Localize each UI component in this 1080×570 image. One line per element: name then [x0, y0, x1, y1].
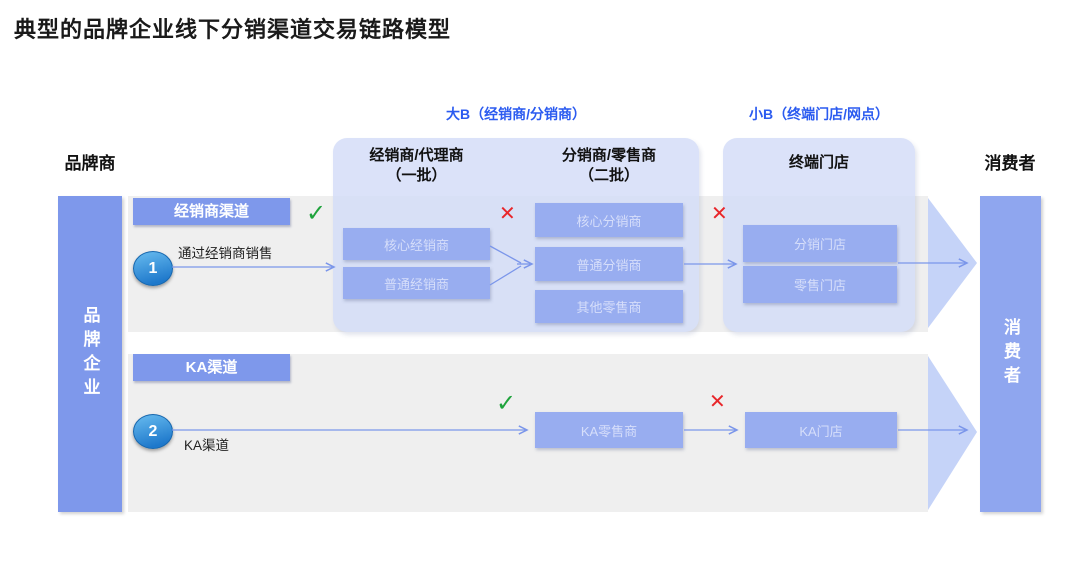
step-2-badge: 2 — [133, 414, 173, 449]
dealer-column-header: 经销商/代理商 （一批） — [343, 146, 490, 186]
ka-retailer-box: KA零售商 — [535, 412, 683, 448]
row1-end-arrowhead-shape — [928, 198, 977, 328]
ordinary-distributor-box: 普通分销商 — [535, 247, 683, 281]
ka-flow-text: KA渠道 — [184, 438, 230, 453]
brand-enterprise-bar: 品牌企业 — [58, 196, 122, 512]
dealer-column-line1: 经销商/代理商 — [369, 147, 464, 164]
dealer-channel-label: 经销商渠道 — [133, 198, 290, 225]
terminal-column-header: 终端门店 — [788, 154, 849, 171]
cross-icon: ✕ — [709, 391, 726, 413]
core-distributor-box: 核心分销商 — [535, 203, 683, 237]
check-icon: ✓ — [306, 200, 327, 227]
retail-store-box: 零售门店 — [743, 266, 897, 303]
step-1-badge: 1 — [133, 251, 173, 286]
consumer-bar: 消费者 — [980, 196, 1041, 512]
distributor-column-line2: （二批） — [578, 167, 639, 184]
dealer-column-line2: （一批） — [386, 167, 447, 184]
check-icon: ✓ — [496, 390, 517, 417]
consumer-bar-label: 消费者 — [1001, 318, 1020, 390]
ordinary-dealer-box: 普通经销商 — [343, 267, 490, 299]
ka-channel-label: KA渠道 — [133, 354, 290, 381]
distributor-column-line1: 分销商/零售商 — [561, 147, 657, 164]
cross-icon: ✕ — [499, 203, 516, 225]
core-dealer-box: 核心经销商 — [343, 228, 490, 260]
ka-store-box: KA门店 — [745, 412, 897, 448]
consumer-header: 消费者 — [984, 154, 1036, 173]
big-b-group-label: 大B（经销商/分销商） — [446, 106, 586, 122]
row2-end-arrowhead-shape — [928, 356, 977, 510]
small-b-group-label: 小B（终端门店/网点） — [749, 106, 889, 122]
dealer-flow-text: 通过经销商销售 — [178, 246, 273, 261]
page-title: 典型的品牌企业线下分销渠道交易链路模型 — [14, 17, 452, 42]
brand-enterprise-bar-label: 品牌企业 — [80, 306, 100, 402]
distributor-column-header: 分销商/零售商 （二批） — [535, 146, 683, 186]
other-retailer-box: 其他零售商 — [535, 290, 683, 323]
cross-icon: ✕ — [711, 203, 728, 225]
distribution-store-box: 分销门店 — [743, 225, 897, 262]
brand-header: 品牌商 — [64, 154, 116, 173]
